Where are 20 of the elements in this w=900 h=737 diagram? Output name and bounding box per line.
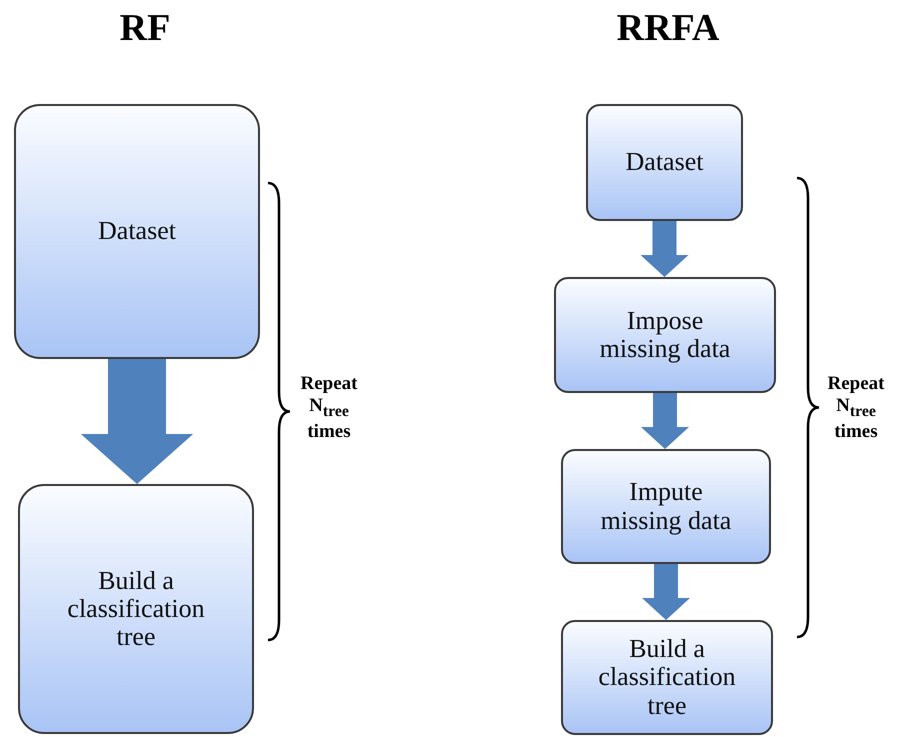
box-label: Dataset [98,217,176,246]
block-arrow [80,359,194,484]
block-arrow [642,564,690,620]
box-label: Build a classification tree [597,635,737,720]
box-label: Build a classification tree [66,566,206,652]
box-label: Impute missing data [600,478,732,535]
box-label: Dataset [626,148,704,177]
process-box [561,449,771,564]
box-label: Impose missing data [598,306,732,364]
repeat-note: Repeat N$_{tree}$ times [300,373,358,443]
process-box [586,104,743,221]
block-arrow [641,393,689,449]
process-box [18,484,254,734]
block-arrow [640,221,688,277]
process-box [561,620,773,735]
repeat-note: Repeat N$_{tree}$ times [826,373,886,443]
column-heading: RRFA [616,6,720,50]
column-heading: RF [120,6,170,50]
process-box [554,277,776,393]
process-box [14,104,260,359]
